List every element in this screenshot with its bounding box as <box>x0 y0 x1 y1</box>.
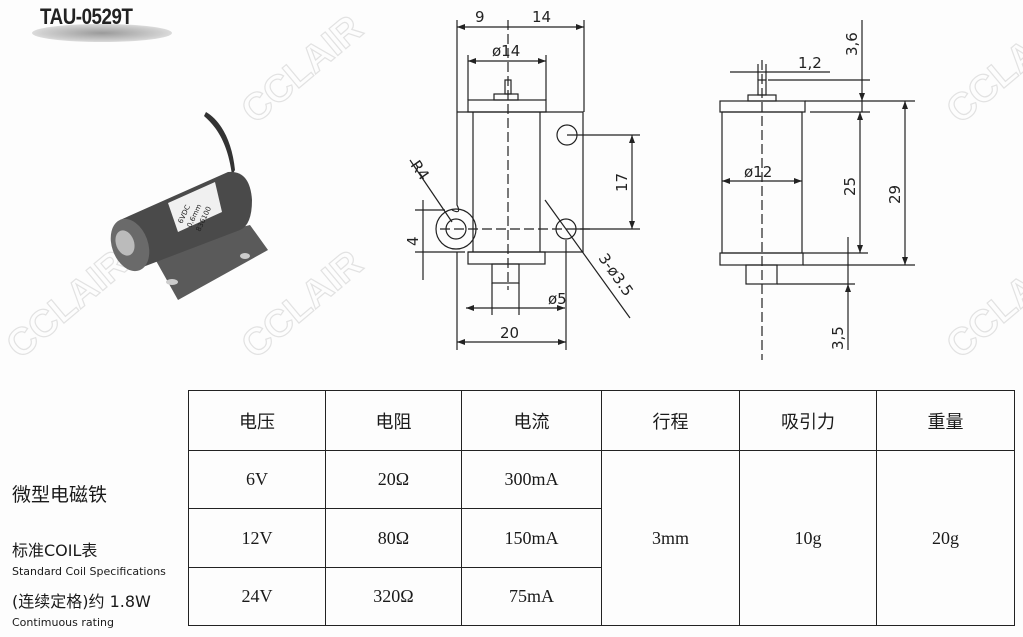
cell-stroke: 3mm <box>601 450 740 626</box>
rating-cn: (连续定格)约 1.8W <box>12 592 151 611</box>
dim-1-2: 1,2 <box>798 54 822 72</box>
coil-table-title-cn: 标准COIL表 <box>12 541 98 560</box>
model-title-badge: TAU-0529T <box>28 4 173 42</box>
dim-diameter-14: ø14 <box>492 42 520 60</box>
dim-14: 14 <box>532 8 551 26</box>
dimension-labels: 9 14 ø14 17 R4 4 ø5 20 3-ø3.5 1,2 3,6 ø1… <box>404 8 904 350</box>
dim-9: 9 <box>475 8 485 26</box>
header-stroke: 行程 <box>601 390 740 451</box>
cell-voltage: 24V <box>188 567 326 626</box>
cell-current: 150mA <box>461 508 602 568</box>
table-row: 6V 20Ω 300mA 3mm 10g 20g <box>188 450 1015 626</box>
coil-table-title-en: Standard Coil Specifications <box>12 565 166 578</box>
dim-diameter-5: ø5 <box>548 290 567 308</box>
header-current: 电流 <box>461 390 602 451</box>
dim-r4: R4 <box>407 157 433 184</box>
table-row: 24V 320Ω 75mA <box>188 567 1015 626</box>
cell-force: 10g <box>739 450 877 626</box>
cell-resistance: 80Ω <box>325 508 462 568</box>
cell-voltage: 12V <box>188 508 326 568</box>
dim-3-5: 3,5 <box>829 326 847 350</box>
cell-resistance: 320Ω <box>325 567 462 626</box>
rating-en: Contimuous rating <box>12 616 114 629</box>
dim-4: 4 <box>404 236 422 246</box>
cell-resistance: 20Ω <box>325 450 462 509</box>
product-photo: 6VDC 0.6mm 836100 <box>110 112 268 300</box>
cell-current: 300mA <box>461 450 602 509</box>
coil-spec-table: 电压 电阻 电流 行程 吸引力 重量 6V 20Ω 300mA 3mm 10g … <box>188 390 1015 626</box>
header-weight: 重量 <box>876 390 1015 451</box>
dim-mount-holes: 3-ø3.5 <box>595 250 637 300</box>
model-title: TAU-0529T <box>40 4 133 29</box>
dim-29: 29 <box>886 185 904 204</box>
title-shadow <box>32 24 172 42</box>
product-name-cn: 微型电磁铁 <box>12 484 108 506</box>
table-row: 12V 80Ω 150mA <box>188 508 1015 568</box>
dim-17: 17 <box>613 173 631 192</box>
dim-diameter-12: ø12 <box>744 163 772 181</box>
cell-current: 75mA <box>461 567 602 626</box>
header-resistance: 电阻 <box>325 390 462 451</box>
cell-weight: 20g <box>876 450 1015 626</box>
table-header-row: 电压 电阻 电流 行程 吸引力 重量 <box>188 390 1015 451</box>
dim-25: 25 <box>841 177 859 196</box>
dim-3-6: 3,6 <box>843 32 861 56</box>
header-voltage: 电压 <box>188 390 326 451</box>
dim-20: 20 <box>500 324 519 342</box>
cell-voltage: 6V <box>188 450 326 509</box>
header-force: 吸引力 <box>739 390 877 451</box>
front-view-drawing <box>409 20 915 360</box>
